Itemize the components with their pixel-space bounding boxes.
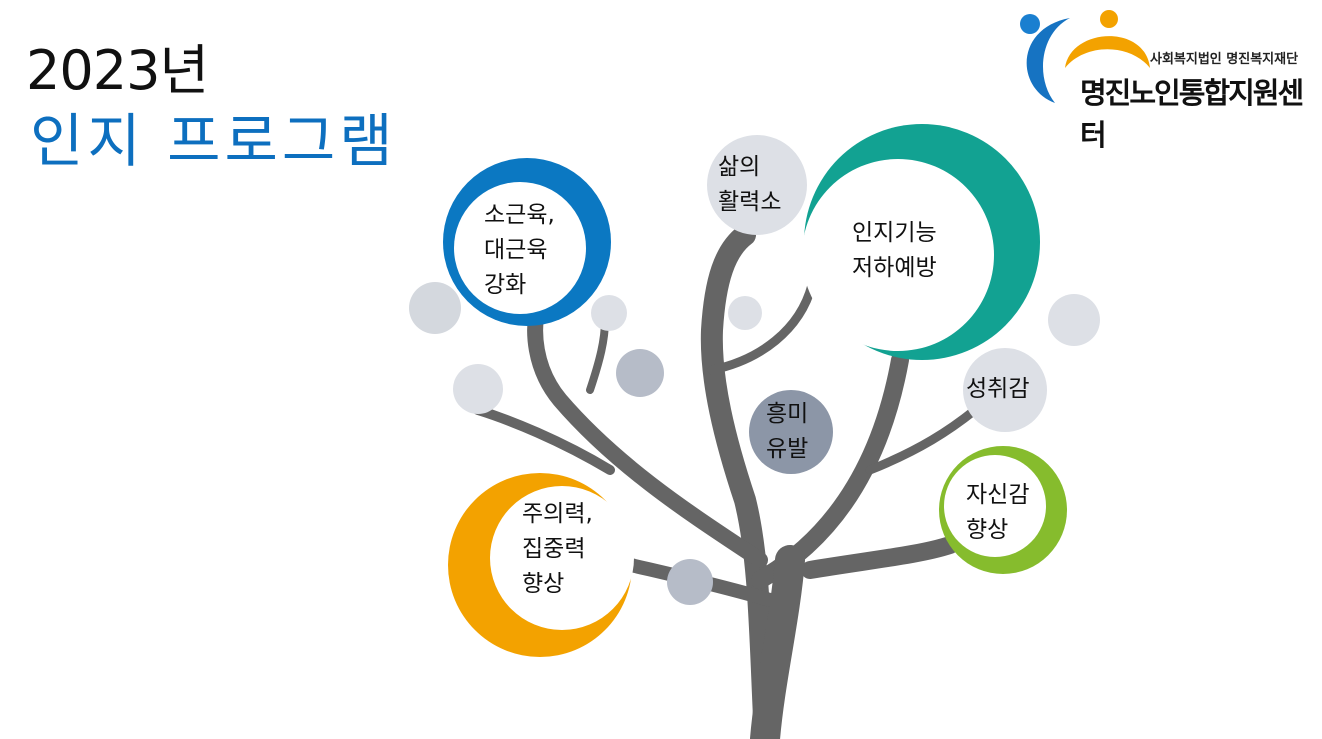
- node-circle-attention: [448, 473, 634, 657]
- logo-figures-icon: [1020, 10, 1150, 103]
- node-label-attention: 주의력, 집중력 향상: [522, 501, 593, 597]
- node-circle-confidence: [939, 446, 1067, 574]
- node-circle-vitality: [707, 135, 807, 235]
- node-circle-interest: [749, 390, 833, 474]
- node-label-vitality: 삶의 활력소: [718, 154, 782, 215]
- logo-subtitle: 사회복지법인 명진복지재단: [1150, 52, 1299, 67]
- slide-title-program: 인지 프로그램: [30, 107, 397, 175]
- node-label-interest: 흥미 유발: [766, 401, 809, 462]
- node-circle-achievement: [963, 348, 1047, 432]
- decorative-dots: [409, 282, 1100, 605]
- logo-name: 명진노인통합지원센터: [1080, 76, 1304, 152]
- node-label-confidence: 자신감 향상: [966, 482, 1030, 543]
- slide-title-year: 2023년: [26, 39, 209, 102]
- node-circle-muscle: [443, 158, 611, 326]
- node-label-achievement: 성취감: [966, 376, 1030, 402]
- node-label-cognition: 인지기능 저하예방: [852, 220, 937, 281]
- node-circle-cognition: [802, 124, 1040, 360]
- node-label-muscle: 소근육, 대근육 강화: [484, 202, 555, 298]
- organization-logo: 사회복지법인 명진복지재단 명진노인통합지원센터: [1010, 8, 1310, 152]
